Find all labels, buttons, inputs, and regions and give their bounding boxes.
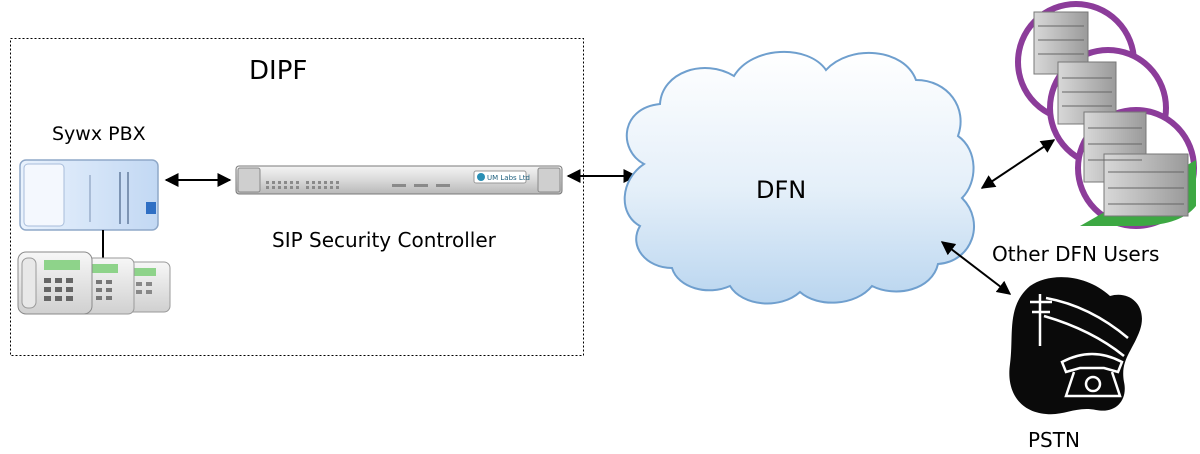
- dfn-cloud-icon: [623, 51, 975, 305]
- sip-controller-device-icon: UM Labs Ltd: [235, 165, 563, 195]
- cloud-pstn-arrow: [940, 241, 1012, 295]
- other-users-label: Other DFN Users: [992, 242, 1160, 266]
- controller-brand-text: UM Labs Ltd: [487, 174, 530, 182]
- pbx-device-icon: [19, 159, 159, 231]
- dfn-cloud-label: DFN: [756, 176, 807, 204]
- dipf-zone-title: DIPF: [249, 56, 308, 86]
- dipf-boundary: [10, 38, 584, 356]
- phones-icon: [17, 251, 171, 315]
- buildings-icon: [1015, 1, 1197, 229]
- cloud-users-arrow: [980, 139, 1056, 189]
- pbx-label: Sywx PBX: [52, 123, 146, 145]
- pstn-label: PSTN: [1028, 428, 1080, 452]
- pstn-icon: [1009, 277, 1142, 415]
- sip-controller-label: SIP Security Controller: [272, 228, 496, 252]
